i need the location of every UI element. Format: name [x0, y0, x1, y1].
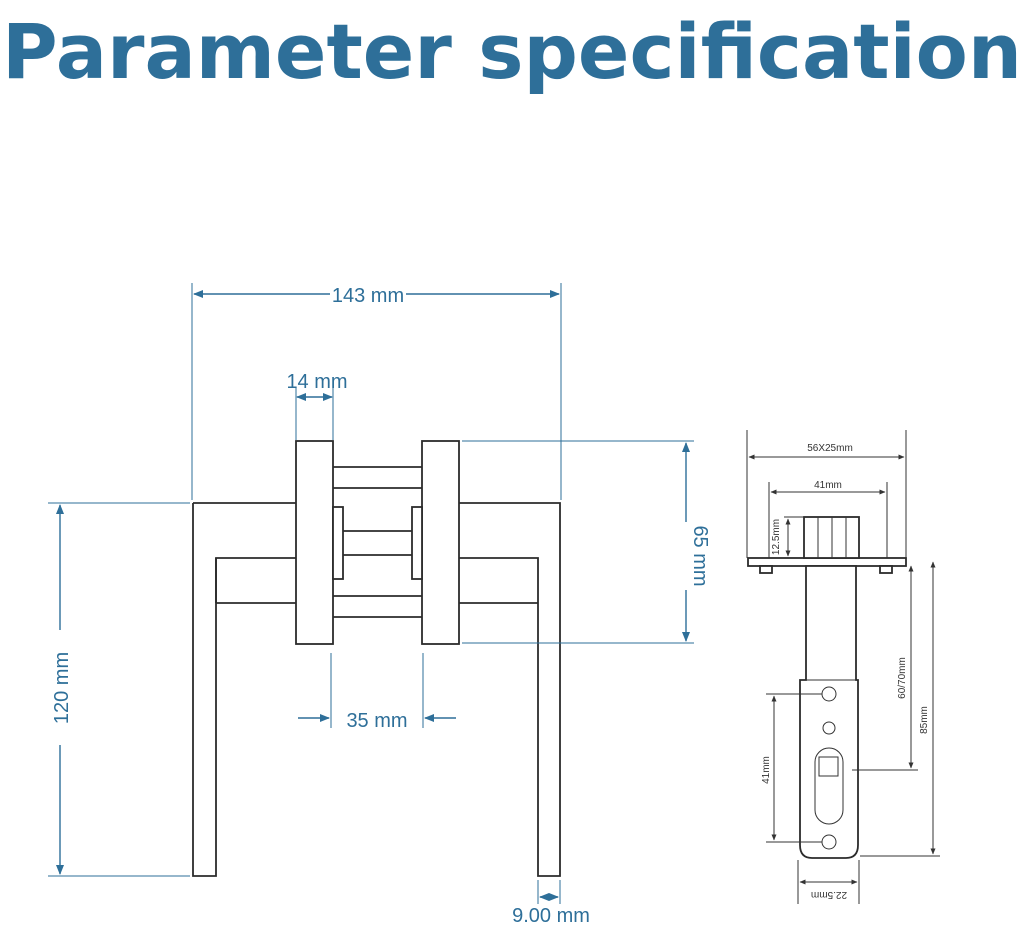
dim-body-width: 22.5mm [811, 889, 847, 900]
dim-rose-thickness: 14 mm [286, 371, 347, 393]
right-boss [411, 506, 423, 580]
latch-spindle-square [818, 756, 839, 777]
dim-hole-spacing: 41mm [761, 756, 772, 784]
latch-body [799, 565, 859, 859]
lever-handle-drawing [192, 440, 561, 877]
latch-drawing [747, 516, 907, 859]
dim-backset: 60/70mm [897, 657, 908, 699]
latch-foot-left [759, 565, 773, 574]
dim-face-width: 41mm [814, 480, 842, 491]
left-lever-outline [192, 502, 296, 877]
dim-lever-height: 120 mm [51, 652, 73, 724]
latch-spindle-slot [814, 747, 844, 825]
dim-door-thickness: 35 mm [346, 710, 407, 732]
latch-faceplate [747, 557, 907, 567]
dim-overall-width: 143 mm [332, 285, 404, 307]
left-rose [295, 440, 334, 645]
dim-total-length: 85mm [919, 706, 930, 734]
page-title: Parameter specification [2, 7, 1022, 96]
right-lever-outline [459, 502, 561, 877]
dim-lever-thickness: 9.00 mm [512, 905, 590, 927]
latch-dimensions: 56X25mm 41mm 12.5mm 60/70mm 85mm 41mm 22… [746, 430, 940, 904]
handle-dimensions: 143 mm 14 mm 65 mm 120 mm 35 mm 9.00 mm [48, 283, 711, 927]
dim-rose-height: 65 mm [689, 525, 711, 586]
left-boss [332, 506, 344, 580]
dim-bolt-depth: 12.5mm [771, 519, 782, 555]
right-rose [421, 440, 460, 645]
dim-faceplate: 56X25mm [807, 443, 853, 454]
latch-foot-right [879, 565, 893, 574]
latch-hole-mid [822, 721, 836, 735]
